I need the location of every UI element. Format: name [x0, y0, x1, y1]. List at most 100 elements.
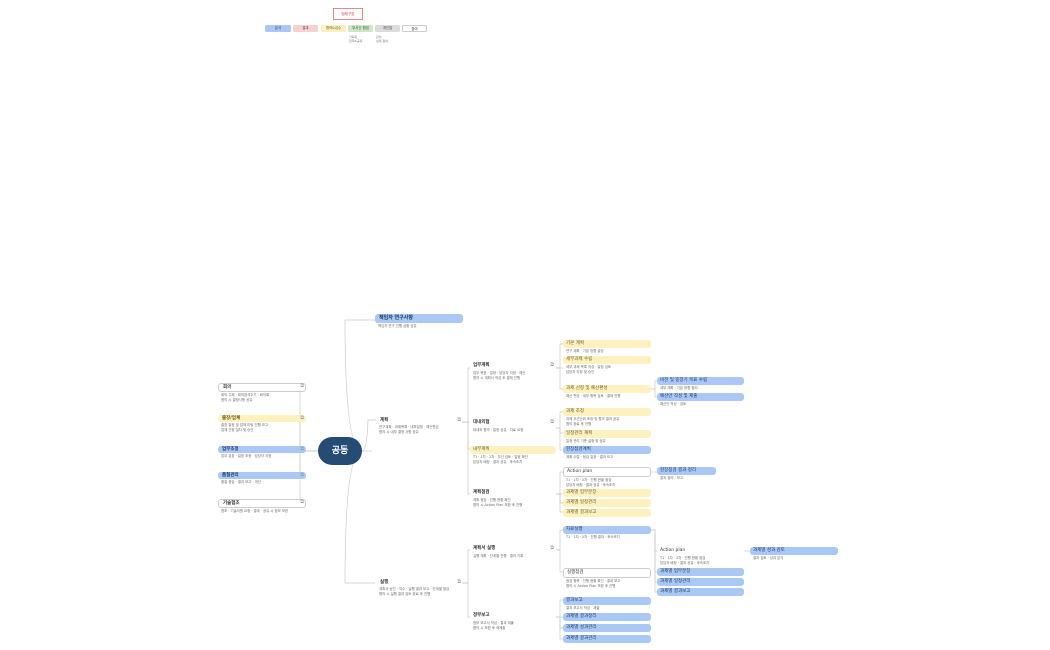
far-right-vision[interactable]: 비전 및 중장기 목표 수립 세부 계획 · 기본 방향 정리 [657, 377, 744, 392]
right-item-basic-plan[interactable]: 기본 계획 연구 계획 · 기본 방향 설정 [563, 340, 651, 355]
right-item-result-summary[interactable]: 과제별 결과정리 [563, 613, 651, 621]
right-item-task-assign[interactable]: 과제별 업무분장 [563, 489, 651, 497]
note-line: 실행 계획 · 단계별 진행 · 결과 기록 [473, 554, 524, 558]
external-link-icon[interactable]: ⧉ [550, 545, 554, 551]
right-item-field-check[interactable]: 현장점검계획 계획 수립 · 점검 일정 · 결과 보고 [563, 446, 651, 461]
far-right-field-result[interactable]: 현장점검 결과 정리 결과 정리 · 보고 [657, 467, 716, 482]
note-line: 정부 보고서 작성 · 결과 제출 [473, 621, 514, 625]
node-title: 결과보고 [563, 597, 651, 605]
note-line: 협의 시 Action Plan 보완 후 진행 [473, 502, 523, 507]
topic-researcher[interactable]: 책임자 연구사항 책임자 연구 진행 상황 공유 [375, 314, 463, 330]
external-link-icon[interactable]: ⧉ [457, 579, 461, 585]
legend-note-line: 관리 [376, 35, 382, 39]
far-right-task-assign[interactable]: 과제별 업무분장 [657, 568, 744, 576]
node-title: 품질관리 [218, 472, 306, 479]
right-item-task-schedule[interactable]: 과제별 일정관리 [563, 499, 651, 507]
note-line: 담당자 배정 · 결과 공유 · 후속조치 [566, 482, 616, 487]
sub-node-execute[interactable]: 계획서 실행 ⧉ 실행 계획 · 단계별 진행 · 결과 기록 [470, 545, 556, 560]
node-title: 과제별 일정관리 [657, 578, 744, 586]
node-notes: 협조 · 기술지원 요청 · 결과 · 공유 시 정보 보완 [218, 508, 306, 515]
left-node-quality[interactable]: 품질관리 ⧉ 품질 점검 · 결과 보고 · 개선 [218, 472, 306, 486]
note-line: 담당자 지정 및 승인 [566, 369, 595, 374]
right-item-schedule[interactable]: 일정관리 계획 일정 관리 기준 설정 및 공유 [563, 430, 651, 445]
node-title: 과제별 업무분장 [563, 489, 651, 497]
right-item-result-manage[interactable]: 과제별 결과관리 [563, 635, 651, 643]
external-link-icon[interactable]: ⧉ [300, 383, 304, 389]
node-notes: 예산 편성 · 세부 항목 검토 · 결재 진행 [563, 393, 651, 400]
note-line: 예산안 작성 · 검토 [660, 402, 687, 406]
right-item-data-run[interactable]: 자료실행 T1 · 1차 · 2차 · 진행 결과 · 후속조치 [563, 526, 651, 541]
note-line: 담당자 배정 · 결과 공유 · 후속조치 [473, 459, 523, 464]
note-line: 협의 시 보완 후 재제출 [473, 625, 506, 630]
external-link-icon[interactable]: ⧉ [550, 419, 554, 425]
note-line: 결과 정리 · 보고 [660, 476, 684, 480]
external-link-icon[interactable]: ⧉ [457, 417, 461, 423]
far-right-performance-review[interactable]: 과제별 성과 검토 결과 검토 · 성과 분석 [750, 547, 838, 562]
note-line: 계획 점검 · 진행 현황 확인 [473, 498, 511, 502]
left-node-coordination[interactable]: 업무조정 ⧉ 업무 분장 · 일정 조정 · 담당자 지정 [218, 446, 306, 460]
node-title: 내부계획 [470, 446, 556, 454]
node-title: Action plan [660, 548, 686, 553]
node-title: 세부과제 수립 [563, 356, 651, 364]
node-notes: 대내외 협의 · 일정 공유 · 자료 요청 [470, 427, 556, 434]
node-notes: 예산안 작성 · 검토 [657, 401, 744, 408]
right-item-result-report[interactable]: 결과보고 결과 보고서 작성 · 제출 [563, 597, 651, 612]
legend-item-participate: 참여 [402, 25, 427, 32]
external-link-icon[interactable]: ⧉ [550, 362, 554, 368]
right-item-budget[interactable]: 과제 선정 및 예산편성 예산 편성 · 세부 항목 검토 · 결재 진행 [563, 385, 651, 400]
far-right-task-report[interactable]: 과제별 결과보고 [657, 588, 744, 596]
note-line: 책임자 연구 진행 상황 공유 [378, 324, 417, 328]
node-title: 업무계획 [473, 363, 490, 368]
legend-swatch: 결과 [293, 25, 318, 32]
left-node-tech[interactable]: 기술협조 ⧉ 협조 · 기술지원 요청 · 결과 · 공유 시 정보 보완 [218, 499, 306, 515]
node-title: Action plan [563, 467, 651, 477]
node-title: 실행 [380, 580, 389, 585]
legend-swatch: 협력&검수 [321, 25, 346, 32]
node-title: 과제별 성과관리 [563, 624, 651, 632]
node-title: 예산안 작성 및 제출 [657, 393, 744, 401]
far-right-task-schedule[interactable]: 과제별 일정관리 [657, 578, 744, 586]
legend-note-line: 협력&공유 [349, 39, 363, 43]
sub-node-external[interactable]: 대내외협 ⧉ 대내외 협의 · 일정 공유 · 자료 요청 [470, 419, 556, 434]
note-line: 협의 완료 후 진행 [566, 421, 592, 426]
note-line: 계획서 승인 · 착수 · 실행 결과 보고 · 단계별 점검 [379, 587, 450, 591]
external-link-icon[interactable]: ⧉ [300, 472, 304, 478]
external-link-icon[interactable]: ⧉ [300, 499, 304, 505]
node-notes: 책임자 연구 진행 상황 공유 [375, 323, 463, 330]
legend-swatch: 부서간 협업 [348, 25, 373, 32]
far-right-budget[interactable]: 예산안 작성 및 제출 예산안 작성 · 검토 [657, 393, 744, 408]
external-link-icon[interactable]: ⧉ [300, 446, 304, 452]
external-link-icon[interactable]: ⧉ [300, 415, 304, 421]
node-title: 계획 [380, 418, 389, 423]
node-title: 과제별 일정관리 [563, 499, 651, 507]
right-item-task-report[interactable]: 과제별 결과보고 [563, 509, 651, 517]
note-line: 회의 주제 · 회의참석주기 · 회의록 [221, 393, 270, 397]
legend-note-line: 기획된 [349, 35, 358, 39]
central-topic[interactable]: 공동 [318, 437, 362, 465]
right-item-performance[interactable]: 과제별 성과관리 [563, 624, 651, 632]
node-notes: 연구 계획 · 기본 방향 설정 [563, 348, 651, 355]
node-title: 정부보고 [473, 613, 490, 618]
note-line: 연구계획 · 과제목록 · 내부일정 · 예산편성 [379, 425, 439, 429]
node-title: 계획서 실행 [473, 546, 496, 551]
